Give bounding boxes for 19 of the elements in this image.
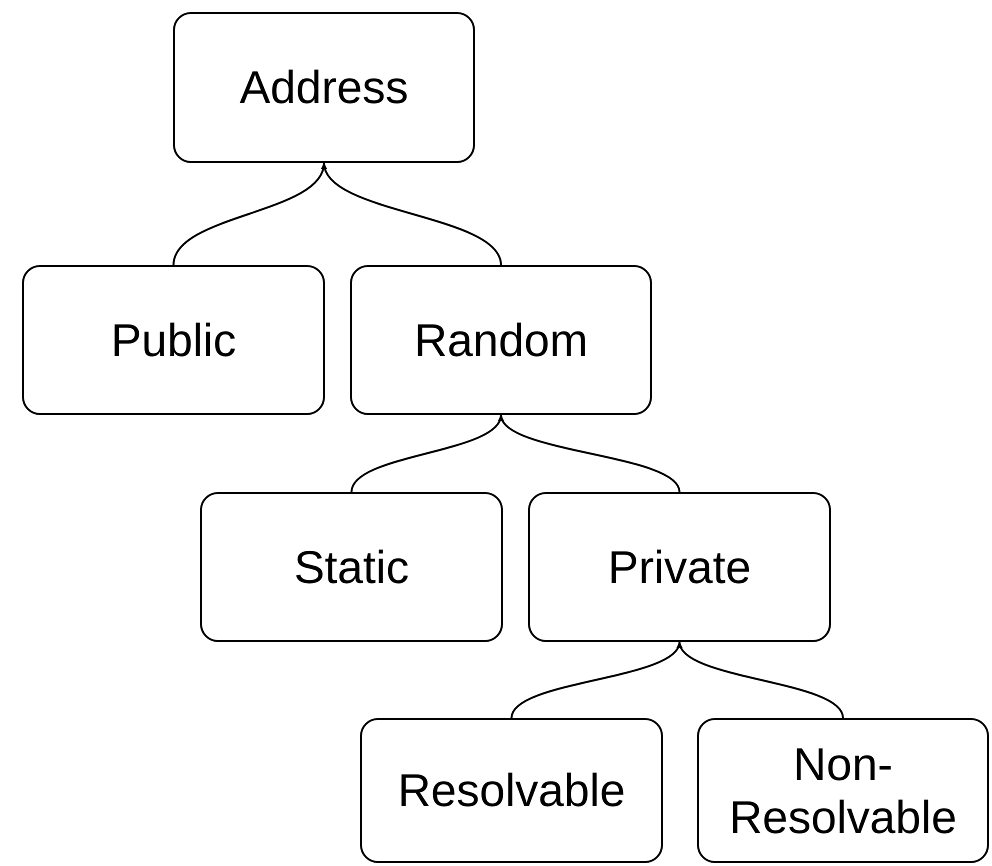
tree-node-box xyxy=(360,718,663,863)
arrow xyxy=(500,414,680,492)
arrow xyxy=(350,414,502,492)
arrow xyxy=(678,642,844,718)
node-label: Public xyxy=(110,314,236,366)
arrow xyxy=(510,642,680,718)
tree-node-box xyxy=(528,492,831,642)
tree-node-box xyxy=(200,492,503,642)
arrow xyxy=(322,162,502,266)
tree-node-box xyxy=(350,265,652,415)
node-label: Address xyxy=(240,61,408,114)
node-label: Random xyxy=(414,314,588,366)
tree-node-box xyxy=(173,12,475,163)
node-label: Non-Resolvable xyxy=(728,738,958,844)
node-label: Resolvable xyxy=(398,764,626,817)
tree-node-box xyxy=(697,718,989,863)
tree-node-box xyxy=(22,265,325,415)
node-label: Private xyxy=(608,540,752,594)
node-label: Static xyxy=(294,540,410,594)
